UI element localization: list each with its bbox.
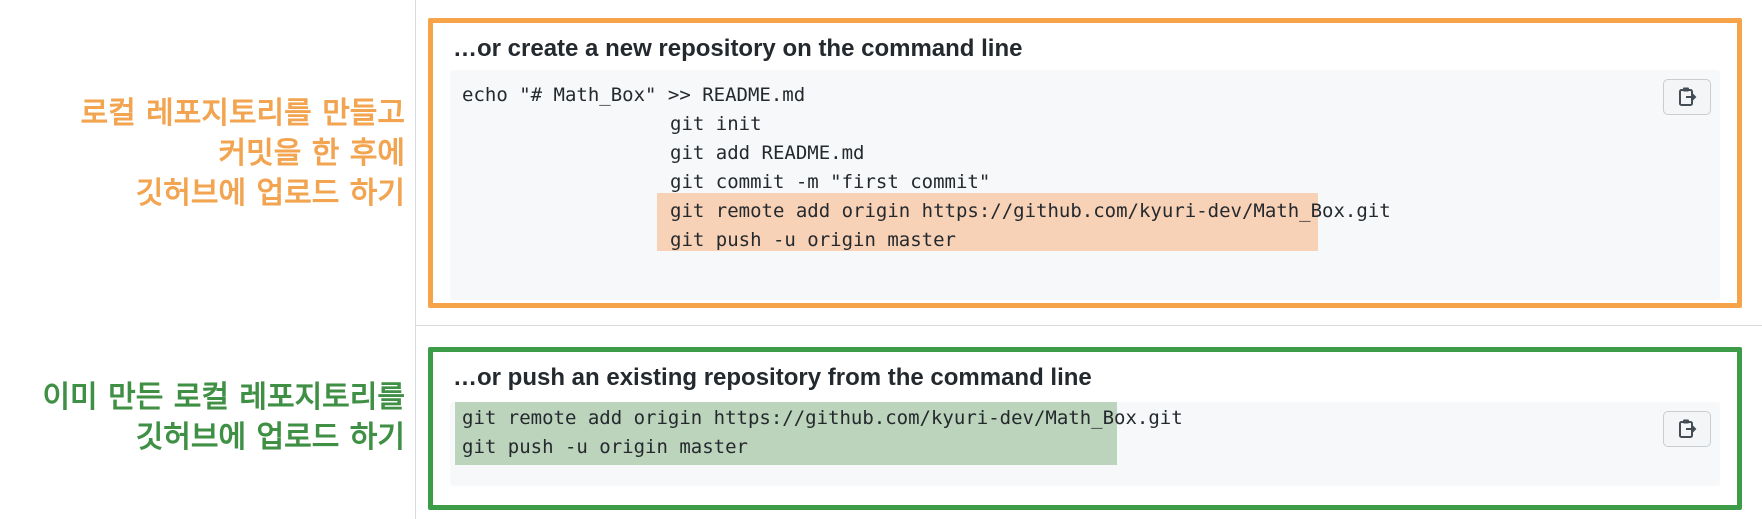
code-line-commit: git commit -m "first commit" <box>670 171 991 193</box>
create-repo-heading: …or create a new repository on the comma… <box>453 35 1023 62</box>
highlight-remote-push <box>455 402 1117 465</box>
annotation-push-existing: 이미 만든 로컬 레포지토리를 깃허브에 업로드 하기 <box>42 378 405 458</box>
code-line-echo: echo "# Math_Box" >> README.md <box>462 84 806 106</box>
code-line-push: git push -u origin master <box>462 436 748 458</box>
create-repo-code-block[interactable]: echo "# Math_Box" >> README.md git init … <box>450 70 1720 300</box>
clipboard-icon <box>1679 87 1697 106</box>
code-line-push: git push -u origin master <box>670 229 956 251</box>
push-existing-section: …or push an existing repository from the… <box>428 347 1742 510</box>
copy-button[interactable] <box>1663 79 1711 115</box>
annotation-line: 커밋을 한 후에 <box>218 136 406 171</box>
code-line-remote: git remote add origin https://github.com… <box>670 200 1391 222</box>
highlight-remote-push <box>657 193 1318 251</box>
clipboard-icon <box>1679 419 1697 438</box>
code-line-remote: git remote add origin https://github.com… <box>462 407 1183 429</box>
copy-button[interactable] <box>1663 411 1711 447</box>
panel-frame <box>415 0 1762 519</box>
section-divider <box>415 325 1762 326</box>
annotation-line: 이미 만든 로컬 레포지토리를 <box>42 380 405 415</box>
code-line-init: git init <box>670 113 762 135</box>
annotation-create-repo: 로컬 레포지토리를 만들고 커밋을 한 후에 깃허브에 업로드 하기 <box>81 94 406 214</box>
code-line-add: git add README.md <box>670 142 865 164</box>
push-existing-heading: …or push an existing repository from the… <box>453 364 1092 391</box>
annotation-line: 로컬 레포지토리를 만들고 <box>80 96 406 131</box>
annotation-line: 깃허브에 업로드 하기 <box>135 176 405 211</box>
annotation-line: 깃허브에 업로드 하기 <box>135 420 405 455</box>
create-repo-section: …or create a new repository on the comma… <box>428 18 1742 308</box>
push-existing-code-block[interactable]: git remote add origin https://github.com… <box>450 402 1720 486</box>
